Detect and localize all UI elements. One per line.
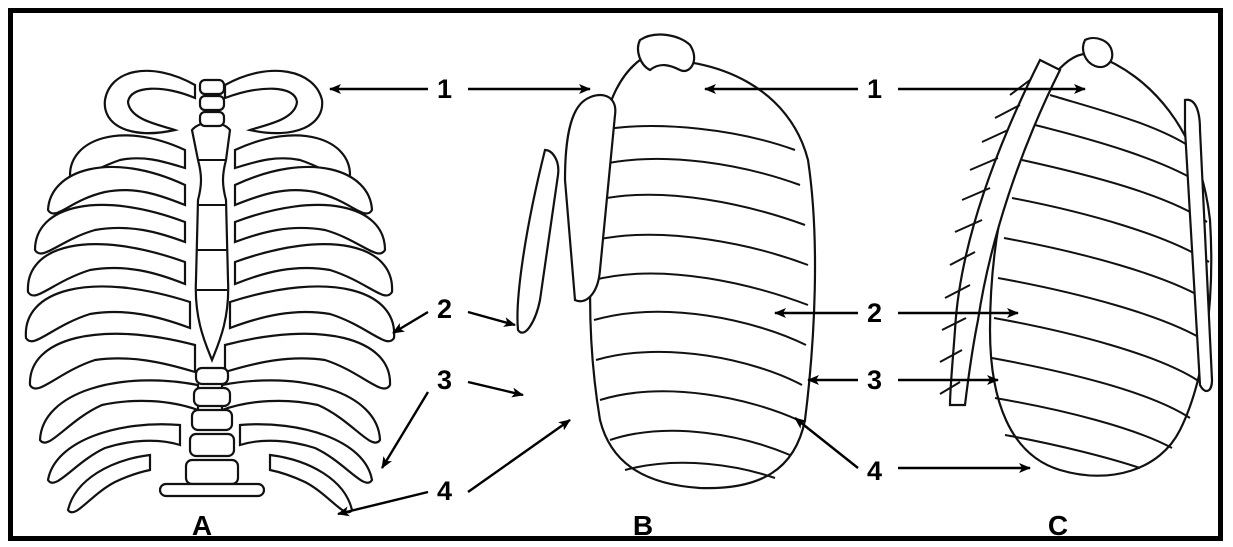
arrow-4-to-a: [338, 492, 428, 514]
callout-2-left: 2: [437, 294, 452, 324]
callout-3-right: 3: [867, 365, 882, 395]
arrow-2-to-b: [468, 312, 515, 325]
callout-1-right: 1: [867, 74, 882, 104]
panel-label-c: C: [1048, 510, 1068, 541]
callout-1-left: 1: [437, 74, 452, 104]
arrow-4-to-b-right: [795, 418, 858, 468]
callout-4-right: 4: [867, 456, 882, 486]
panel-label-b: B: [633, 510, 653, 541]
rib-cage-lateral-view: [940, 38, 1212, 476]
callout-3-left: 3: [437, 365, 452, 395]
arrow-4-to-b: [468, 420, 570, 492]
rib-cage-anterior-view: [26, 71, 394, 512]
arrow-2-to-a: [393, 312, 428, 333]
arrow-3-to-b: [468, 382, 523, 395]
callout-4-left: 4: [437, 476, 452, 506]
panel-label-a: A: [192, 510, 212, 541]
callout-2-right: 2: [867, 298, 882, 328]
arrow-3-to-a: [382, 392, 428, 468]
callouts-panel-a-b: 1 2 3 4: [330, 74, 590, 514]
rib-cage-oblique-view: [517, 35, 815, 489]
